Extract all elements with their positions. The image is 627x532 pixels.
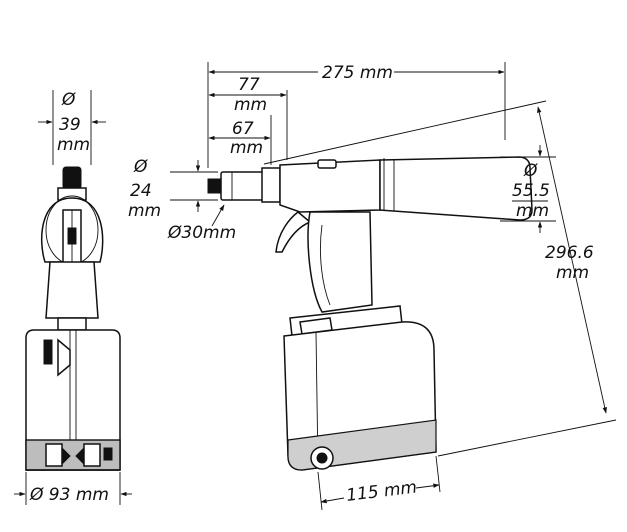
dim-length-67: 67 mm [208, 115, 272, 165]
length-77-unit: mm [234, 95, 267, 115]
dim-length-overall: 275 mm [207, 62, 506, 168]
height-unit: mm [556, 263, 589, 283]
height-value: 296.6 [545, 243, 594, 263]
nose-unit: mm [128, 201, 161, 221]
nose-value: 24 [130, 181, 152, 201]
front-view [25, 166, 121, 471]
top-width-symbol: Ø [61, 90, 76, 110]
top-width-value: 39 [59, 115, 81, 135]
length-77-value: 77 [238, 75, 260, 95]
dim-nose-head: Ø30mm [167, 204, 236, 243]
base-diameter-label: Ø 93 mm [29, 485, 109, 505]
length-overall-label: 275 mm [322, 63, 393, 83]
handle-unit: mm [516, 201, 549, 221]
handle-value: 55.5 [512, 181, 550, 201]
handle-symbol: Ø [523, 161, 538, 181]
dim-length-77: 77 mm [208, 75, 288, 160]
top-width-unit: mm [57, 135, 90, 155]
base-depth-label: 115 mm [345, 477, 418, 506]
side-view [207, 156, 533, 471]
dim-base-diameter: Ø 93 mm [14, 472, 132, 505]
dim-nose-diameter: Ø 24 mm [128, 157, 218, 221]
dim-top-width: Ø 39 mm [38, 90, 106, 165]
length-67-value: 67 [232, 119, 254, 139]
length-67-unit: mm [230, 138, 263, 158]
nose-head-label: Ø30mm [167, 223, 236, 243]
nose-symbol: Ø [133, 157, 148, 177]
dim-height: 296.6 mm [263, 100, 617, 457]
